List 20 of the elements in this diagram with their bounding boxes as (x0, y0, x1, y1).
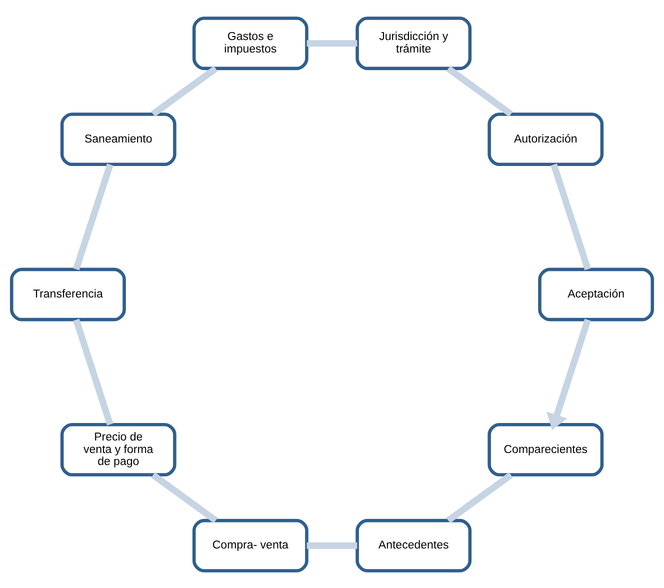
connector (151, 472, 218, 523)
connector (446, 65, 513, 116)
node-box: Gastos e impuestos (192, 16, 308, 70)
node-box: Compra- venta (192, 518, 308, 572)
node-box: Jurisdicción y trámite (356, 16, 472, 70)
node-box: Autorización (488, 112, 604, 166)
connector (306, 40, 358, 46)
connector (550, 163, 591, 270)
connector (306, 542, 358, 548)
connector (73, 318, 114, 425)
node-box: Comparecientes (488, 422, 604, 476)
arrow (546, 318, 591, 430)
node-box: Aceptación (538, 267, 654, 321)
node-box: Saneamiento (60, 112, 176, 166)
connector (151, 65, 218, 116)
node-box: Precio de venta y forma de pago (60, 422, 176, 476)
node-box: Antecedentes (356, 518, 472, 572)
connector (446, 472, 513, 523)
node-box: Transferencia (10, 267, 126, 321)
connector (73, 163, 114, 270)
